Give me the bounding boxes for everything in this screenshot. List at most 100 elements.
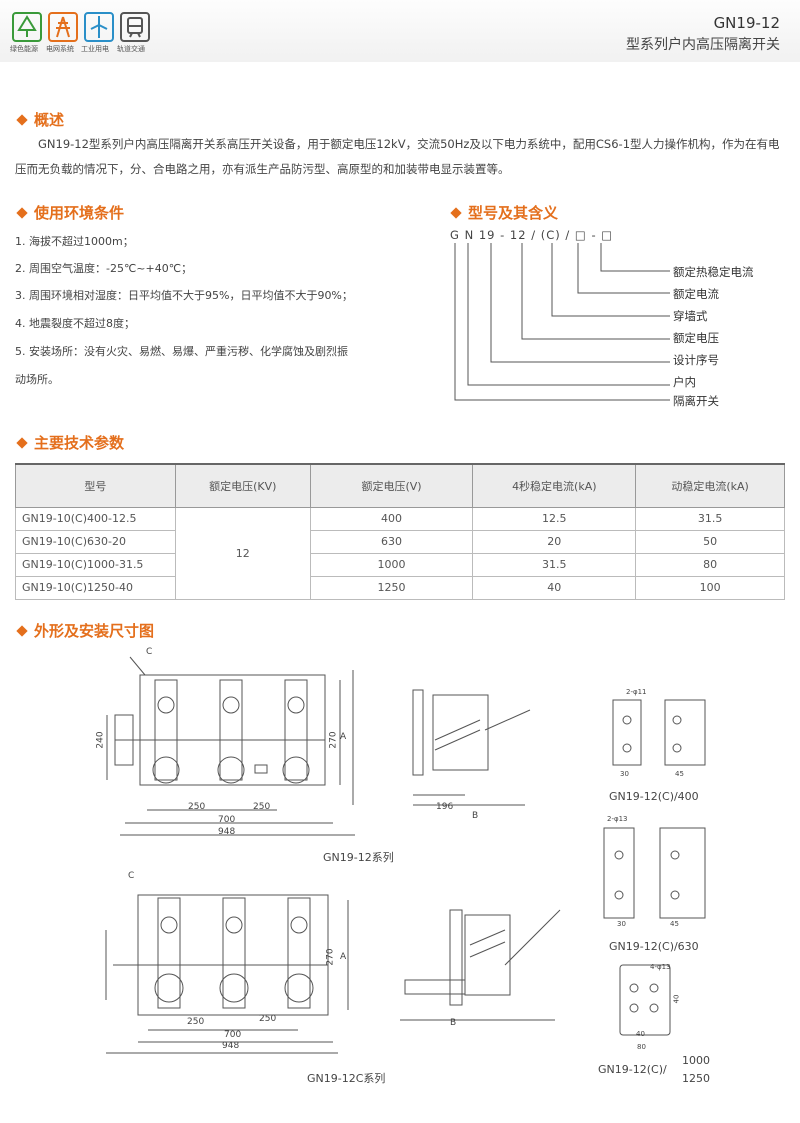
table-cell: GN19-10(C)1000-31.5 bbox=[15, 552, 176, 577]
wind-turbine-icon bbox=[84, 12, 114, 42]
tree-icon bbox=[12, 12, 42, 42]
logo-caption: 电网系统 bbox=[46, 45, 74, 53]
side-view-drawing-2 bbox=[400, 909, 561, 1021]
section-specs-title: 主要技术参数 bbox=[16, 432, 124, 453]
caption-series-2: GN19-12C系列 bbox=[307, 1072, 386, 1085]
logo-caption: 工业用电 bbox=[81, 45, 109, 53]
diamond-icon bbox=[16, 113, 28, 126]
table-header: 型号 bbox=[15, 463, 176, 508]
front-view-drawing-1 bbox=[106, 656, 355, 836]
diamond-icon bbox=[16, 624, 28, 637]
dim-label-a: A bbox=[340, 952, 347, 962]
model-code: G N 19 - 12 / (C) / □ - □ bbox=[450, 228, 614, 242]
table-header: 额定电压(KV) bbox=[174, 463, 311, 508]
model-label: 穿墙式 bbox=[673, 309, 708, 323]
section-model-title: 型号及其含义 bbox=[450, 202, 558, 223]
terminal-630-drawing bbox=[603, 827, 706, 919]
env-item: 动场所。 bbox=[15, 373, 59, 386]
front-view-drawing-2 bbox=[105, 894, 349, 1054]
table-cell: 31.5 bbox=[472, 552, 637, 577]
dim-270: 270 bbox=[328, 731, 339, 749]
table-cell: 31.5 bbox=[635, 506, 785, 531]
dim-label-b: B bbox=[450, 1018, 457, 1028]
table-cell: 20 bbox=[472, 529, 637, 554]
env-item: 5. 安装场所：没有火灾、易燃、易爆、严重污秽、化学腐蚀及剧烈振 bbox=[15, 345, 348, 358]
dim-270: 270 bbox=[325, 948, 336, 966]
diamond-icon bbox=[16, 206, 28, 219]
dim-700: 700 bbox=[218, 815, 236, 825]
table-cell: 1000 bbox=[309, 552, 474, 577]
table-header: 4秒稳定电流(kA) bbox=[472, 463, 637, 508]
model-label: 隔离开关 bbox=[673, 394, 719, 408]
table-cell: GN19-10(C)1250-40 bbox=[15, 575, 176, 600]
table-row: GN19-10(C)630-20 630 20 50 bbox=[15, 529, 785, 554]
env-item: 2. 周围空气温度：-25℃~+40℃； bbox=[15, 262, 193, 275]
dim-30: 30 bbox=[620, 770, 629, 778]
caption-terminal-1250: 1250 bbox=[682, 1072, 710, 1085]
dim-label-b: B bbox=[472, 811, 479, 821]
dim-240: 240 bbox=[95, 731, 106, 749]
table-header: 额定电压(V) bbox=[309, 463, 474, 508]
table-cell: 40 bbox=[472, 575, 637, 600]
table-cell: GN19-10(C)400-12.5 bbox=[15, 506, 176, 531]
caption-terminal-1000-top: 1000 bbox=[682, 1054, 710, 1067]
table-header-row: 型号 额定电压(KV) 额定电压(V) 4秒稳定电流(kA) 动稳定电流(kA) bbox=[15, 463, 785, 508]
header-bar bbox=[0, 0, 800, 62]
dim-250: 250 bbox=[253, 802, 271, 812]
table-cell: 630 bbox=[309, 529, 474, 554]
table-cell: 80 bbox=[635, 552, 785, 577]
diamond-icon bbox=[450, 206, 462, 219]
hole-label: 4-φ13 bbox=[650, 963, 671, 971]
dim-45: 45 bbox=[670, 920, 679, 928]
table-row: GN19-10(C)400-12.5 12 400 12.5 31.5 bbox=[15, 506, 785, 600]
caption-terminal-1000: GN19-12(C)/ bbox=[598, 1063, 667, 1076]
spec-table: 型号 额定电压(KV) 额定电压(V) 4秒稳定电流(kA) 动稳定电流(kA)… bbox=[15, 463, 785, 600]
section-overview-title: 概述 bbox=[16, 109, 64, 130]
product-title: 型系列户内高压隔离开关 bbox=[626, 37, 780, 53]
model-label: 额定热稳定电流 bbox=[673, 265, 754, 279]
dim-948: 948 bbox=[218, 827, 236, 837]
logo-caption: 轨道交通 bbox=[117, 45, 145, 53]
model-label: 额定电压 bbox=[673, 331, 719, 345]
dim-40: 40 bbox=[636, 1030, 645, 1038]
dim-30: 30 bbox=[617, 920, 626, 928]
terminal-400-drawing bbox=[612, 699, 706, 766]
section-environment-title: 使用环境条件 bbox=[16, 202, 124, 223]
side-view-drawing-1 bbox=[412, 689, 531, 806]
table-cell: 100 bbox=[635, 575, 785, 600]
dim-250: 250 bbox=[187, 1017, 205, 1027]
table-cell: GN19-10(C)630-20 bbox=[15, 529, 176, 554]
env-item: 3. 周围环境相对湿度：日平均值不大于95%，日平均值不大于90%； bbox=[15, 289, 353, 302]
hole-label: 2-φ13 bbox=[607, 815, 628, 823]
section-dimensions-title: 外形及安装尺寸图 bbox=[16, 620, 154, 641]
model-label: 户内 bbox=[673, 375, 696, 389]
table-cell-voltage: 12 bbox=[174, 506, 311, 600]
dim-80: 80 bbox=[637, 1043, 646, 1051]
dim-250: 250 bbox=[188, 802, 206, 812]
dim-250: 250 bbox=[259, 1014, 277, 1024]
diamond-icon bbox=[16, 436, 28, 449]
product-model: GN19-12 bbox=[713, 14, 780, 32]
table-row: GN19-10(C)1250-40 1250 40 100 bbox=[15, 575, 785, 600]
env-item: 4. 地震裂度不超过8度； bbox=[15, 317, 135, 330]
dim-45: 45 bbox=[675, 770, 684, 778]
table-header: 动稳定电流(kA) bbox=[635, 463, 785, 508]
dim-196: 196 bbox=[436, 802, 454, 812]
dim-40: 40 bbox=[672, 994, 681, 1004]
caption-terminal-630: GN19-12(C)/630 bbox=[609, 940, 699, 953]
terminal-1000-drawing bbox=[619, 964, 671, 1036]
table-cell: 1250 bbox=[309, 575, 474, 600]
model-label: 设计序号 bbox=[673, 353, 719, 367]
model-leader-lines bbox=[454, 243, 670, 401]
dim-label-a: A bbox=[340, 732, 347, 742]
table-cell: 400 bbox=[309, 506, 474, 531]
train-icon bbox=[120, 12, 150, 42]
env-item: 1. 海拔不超过1000m； bbox=[15, 235, 134, 248]
model-label: 额定电流 bbox=[673, 287, 719, 301]
power-tower-icon bbox=[48, 12, 78, 42]
dim-label-c: C bbox=[128, 871, 135, 881]
table-cell: 12.5 bbox=[472, 506, 637, 531]
caption-series-1: GN19-12系列 bbox=[323, 851, 394, 864]
logo-caption: 绿色能源 bbox=[10, 45, 38, 53]
dim-700: 700 bbox=[224, 1030, 242, 1040]
